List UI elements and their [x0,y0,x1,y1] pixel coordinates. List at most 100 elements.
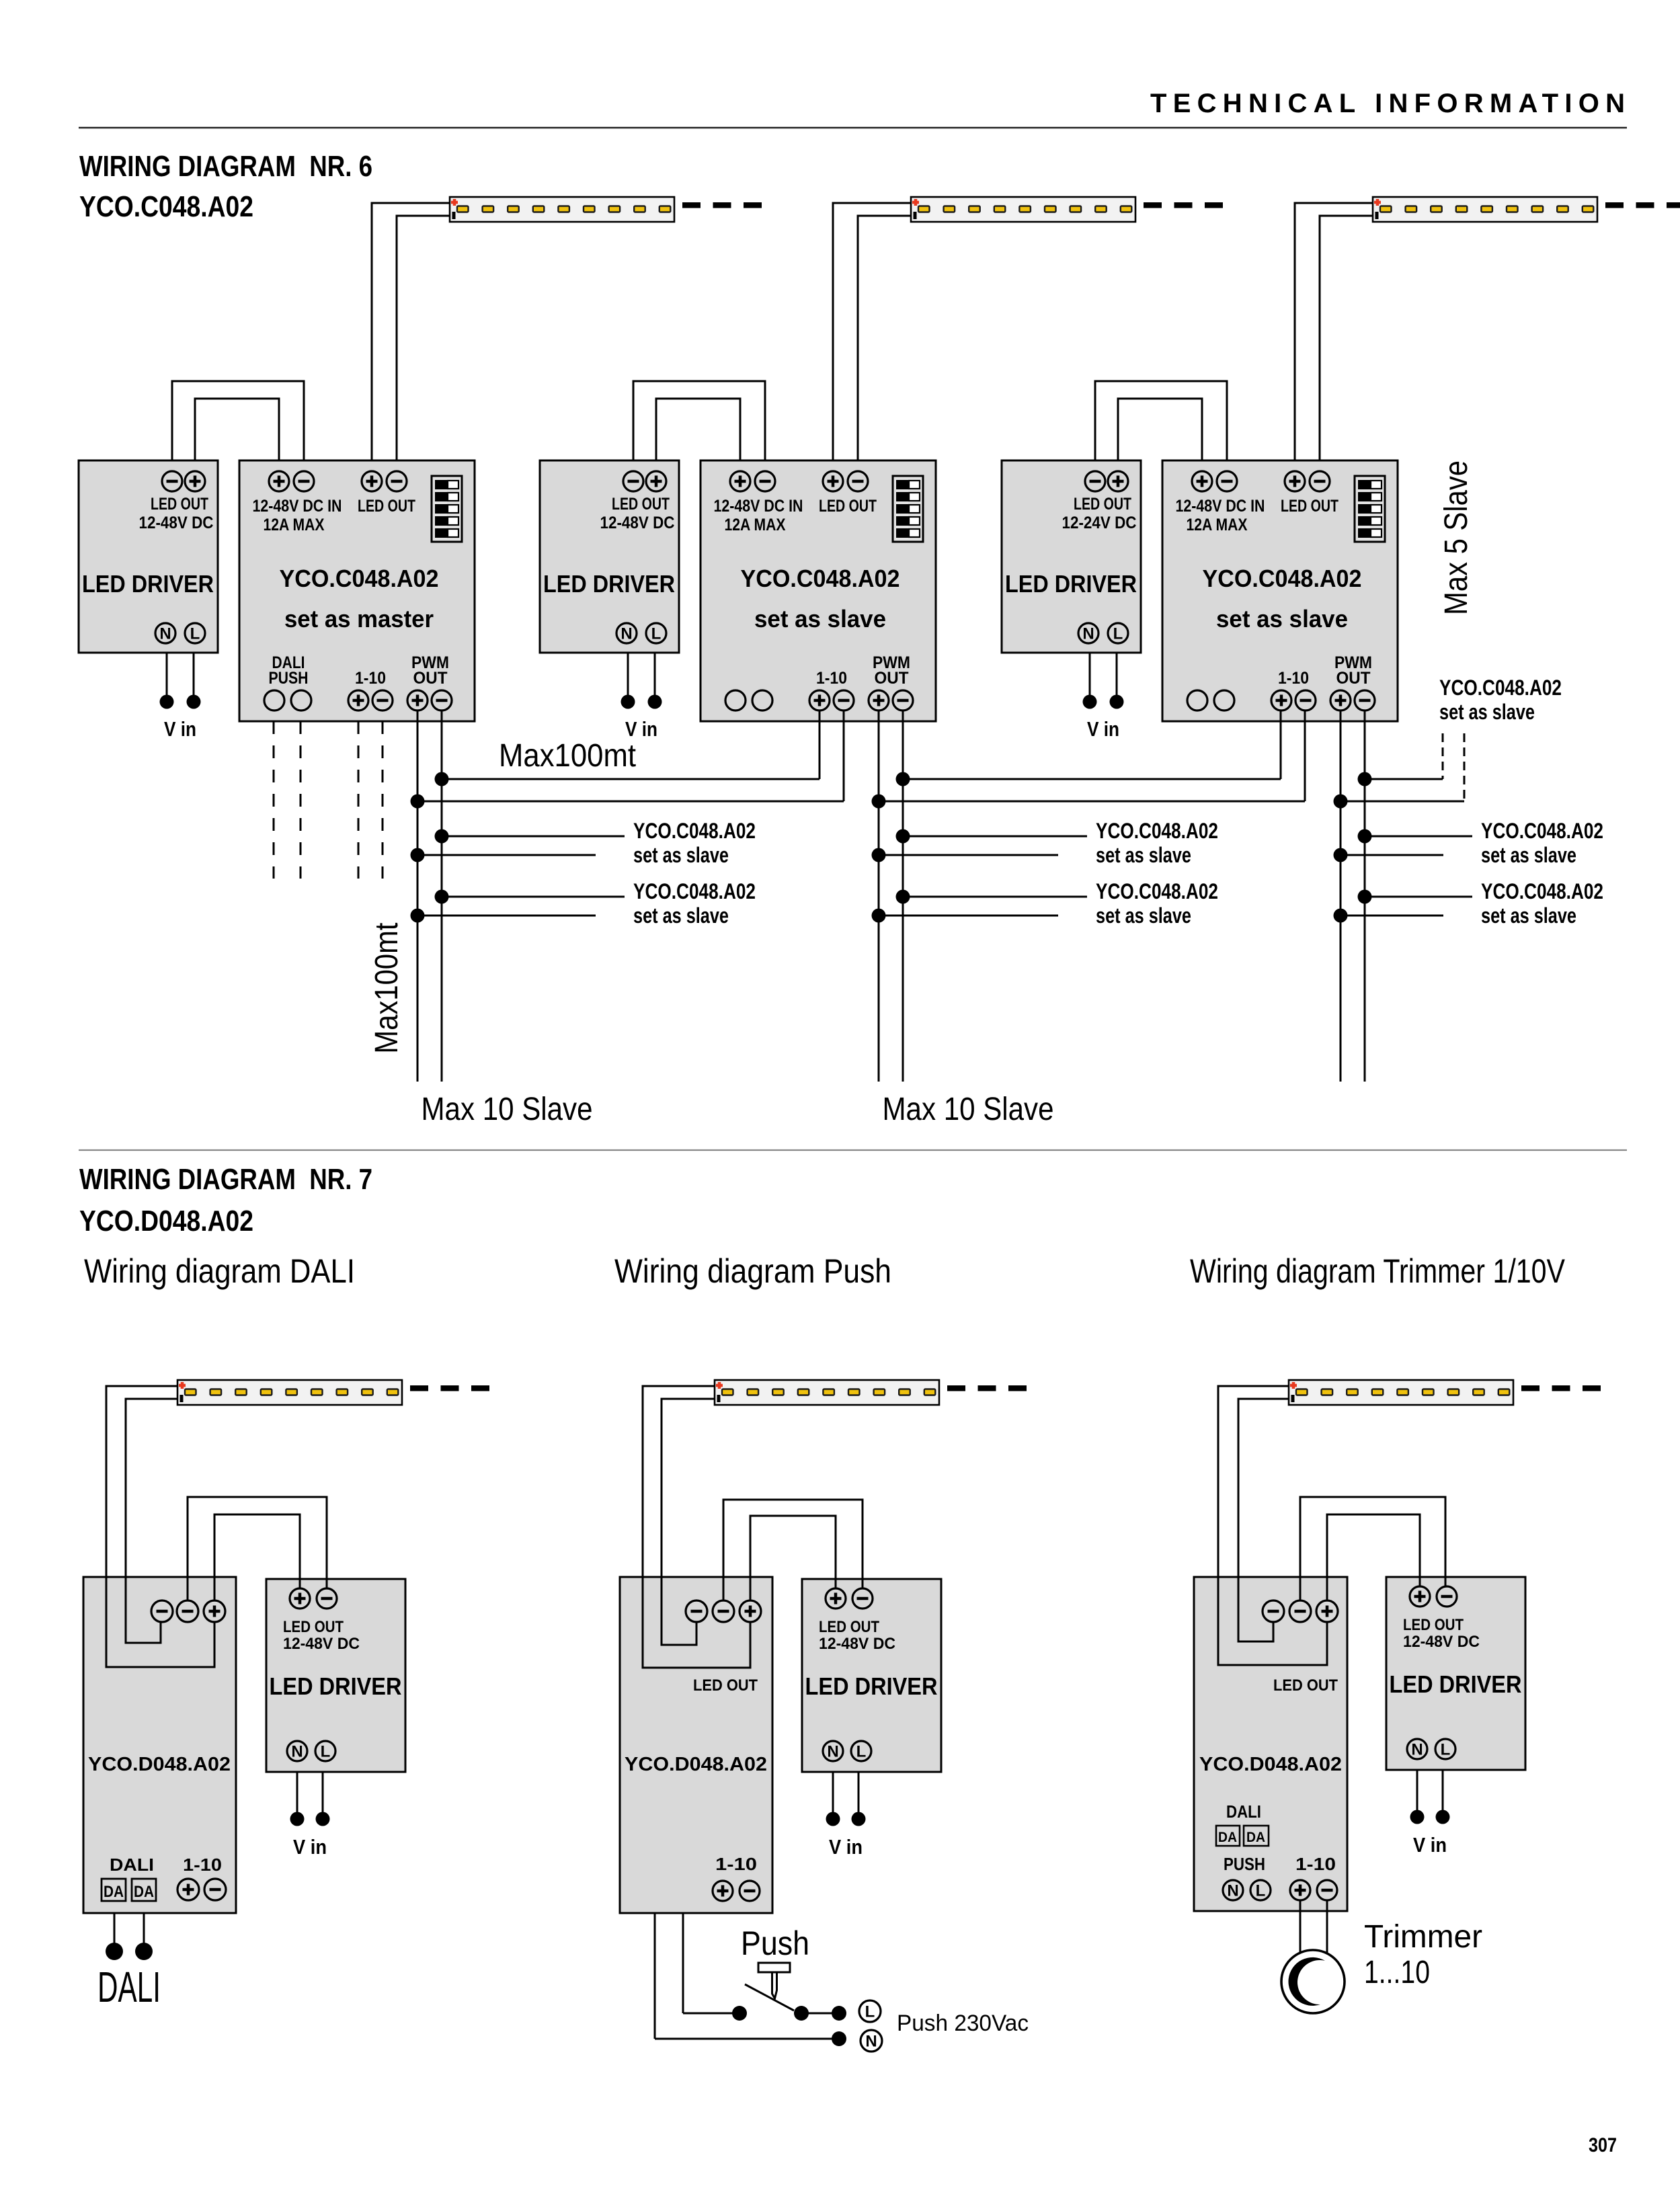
svg-text:1...10: 1...10 [1364,1955,1430,1990]
svg-text:DALI: DALI [110,1855,154,1875]
svg-text:1-10: 1-10 [715,1854,757,1874]
svg-text:V in: V in [625,717,657,741]
svg-text:set as slave: set as slave [1096,903,1191,928]
svg-text:1-10: 1-10 [183,1855,222,1875]
svg-text:YCO.C048.A02: YCO.C048.A02 [741,565,900,592]
svg-text:YCO.C048.A02: YCO.C048.A02 [1481,819,1603,843]
svg-text:PUSH: PUSH [1224,1854,1265,1874]
svg-text:1-10: 1-10 [1295,1854,1336,1874]
svg-text:set as slave: set as slave [1096,843,1191,867]
svg-text:DALI: DALI [97,1963,161,2011]
svg-text:LED OUT: LED OUT [612,495,670,514]
svg-text:307: 307 [1589,2134,1617,2156]
svg-text:Wiring diagram Push: Wiring diagram Push [614,1252,891,1290]
svg-text:set as master: set as master [284,605,434,633]
svg-text:V in: V in [1087,717,1119,741]
svg-text:YCO.C048.A02: YCO.C048.A02 [79,190,253,223]
svg-text:DA: DA [1218,1830,1237,1845]
svg-text:set as slave: set as slave [1439,700,1535,724]
svg-text:LED DRIVER: LED DRIVER [1005,570,1137,598]
svg-text:V in: V in [1413,1833,1447,1857]
svg-text:Push 230Vac: Push 230Vac [897,2011,1029,2036]
svg-text:YCO.C048.A02: YCO.C048.A02 [1096,819,1218,843]
svg-text:LED DRIVER: LED DRIVER [1390,1670,1522,1698]
svg-text:PWM: PWM [1334,653,1372,672]
svg-text:OUT: OUT [1336,669,1371,688]
svg-text:Wiring diagram Trimmer 1/10V: Wiring diagram Trimmer 1/10V [1190,1252,1566,1290]
svg-text:set as slave: set as slave [1216,605,1348,633]
svg-text:Max100mt: Max100mt [369,923,405,1054]
svg-text:N: N [1411,1741,1423,1759]
svg-text:L: L [1441,1741,1451,1759]
svg-text:L: L [856,1743,867,1761]
svg-text:LED DRIVER: LED DRIVER [805,1672,938,1700]
svg-text:Max100mt: Max100mt [499,738,636,774]
svg-text:N: N [1227,1882,1238,1900]
svg-text:YCO.C048.A02: YCO.C048.A02 [1203,565,1362,592]
svg-text:WIRING DIAGRAM NR. 7: WIRING DIAGRAM NR. 7 [79,1163,372,1196]
svg-text:LED OUT: LED OUT [1074,495,1131,514]
svg-text:Trimmer: Trimmer [1364,1919,1482,1955]
svg-text:12-48V DC: 12-48V DC [283,1635,360,1653]
svg-text:N: N [865,2033,877,2051]
svg-text:YCO.C048.A02: YCO.C048.A02 [280,565,439,592]
svg-text:LED OUT: LED OUT [283,1618,344,1636]
svg-text:LED OUT: LED OUT [151,495,208,514]
svg-text:L: L [1113,625,1123,643]
svg-text:L: L [865,2003,875,2021]
svg-text:12-48V DC: 12-48V DC [1403,1633,1480,1651]
svg-text:1-10: 1-10 [1278,669,1309,688]
svg-text:LED DRIVER: LED DRIVER [270,1672,402,1700]
svg-text:V in: V in [829,1835,863,1859]
svg-text:set as slave: set as slave [1481,843,1576,867]
svg-text:YCO.D048.A02: YCO.D048.A02 [79,1205,253,1238]
svg-text:YCO.D048.A02: YCO.D048.A02 [88,1754,231,1775]
svg-text:V in: V in [164,717,196,741]
svg-text:set as slave: set as slave [1481,903,1576,928]
svg-text:1-10: 1-10 [355,669,386,688]
svg-text:set as slave: set as slave [754,605,886,633]
svg-text:Push: Push [741,1924,809,1962]
svg-text:12-24V DC: 12-24V DC [1062,514,1137,532]
svg-text:L: L [651,625,662,643]
svg-text:L: L [321,1743,331,1761]
svg-text:OUT: OUT [875,669,909,688]
svg-text:DA: DA [104,1883,124,1901]
svg-text:LED DRIVER: LED DRIVER [82,570,214,598]
svg-text:LED OUT: LED OUT [819,497,877,516]
svg-text:Max 10 Slave: Max 10 Slave [883,1092,1054,1127]
svg-text:LED OUT: LED OUT [1403,1616,1464,1634]
svg-text:OUT: OUT [413,669,448,688]
svg-text:12-48V DC IN: 12-48V DC IN [253,497,342,516]
svg-text:12A MAX: 12A MAX [725,516,786,534]
svg-text:N: N [621,625,632,643]
svg-text:L: L [190,625,200,643]
svg-text:Wiring diagram DALI: Wiring diagram DALI [84,1252,355,1290]
svg-text:12-48V DC IN: 12-48V DC IN [1176,497,1265,516]
svg-text:12-48V DC: 12-48V DC [819,1635,895,1653]
svg-text:YCO.D048.A02: YCO.D048.A02 [625,1754,767,1775]
svg-text:N: N [1082,625,1094,643]
svg-text:12A MAX: 12A MAX [1187,516,1248,534]
svg-text:DA: DA [134,1883,154,1901]
svg-text:YCO.C048.A02: YCO.C048.A02 [1439,676,1562,700]
svg-text:YCO.D048.A02: YCO.D048.A02 [1199,1754,1342,1775]
svg-text:YCO.C048.A02: YCO.C048.A02 [1481,879,1603,903]
svg-text:DALI: DALI [272,653,305,672]
svg-text:LED OUT: LED OUT [358,497,415,516]
svg-text:L: L [1256,1882,1266,1900]
svg-text:YCO.C048.A02: YCO.C048.A02 [633,879,756,903]
svg-text:N: N [827,1743,838,1761]
svg-text:PWM: PWM [411,653,449,672]
svg-text:12-48V DC: 12-48V DC [600,514,675,532]
svg-text:N: N [291,1743,303,1761]
svg-text:LED DRIVER: LED DRIVER [543,570,675,598]
svg-text:Max 10 Slave: Max 10 Slave [422,1092,593,1127]
svg-text:PUSH: PUSH [269,669,309,688]
svg-text:LED OUT: LED OUT [819,1618,879,1636]
svg-text:set as slave: set as slave [633,843,729,867]
svg-text:12A MAX: 12A MAX [264,516,325,534]
svg-text:Max 5 Slave: Max 5 Slave [1439,460,1474,615]
svg-text:DA: DA [1246,1830,1265,1845]
svg-text:YCO.C048.A02: YCO.C048.A02 [1096,879,1218,903]
